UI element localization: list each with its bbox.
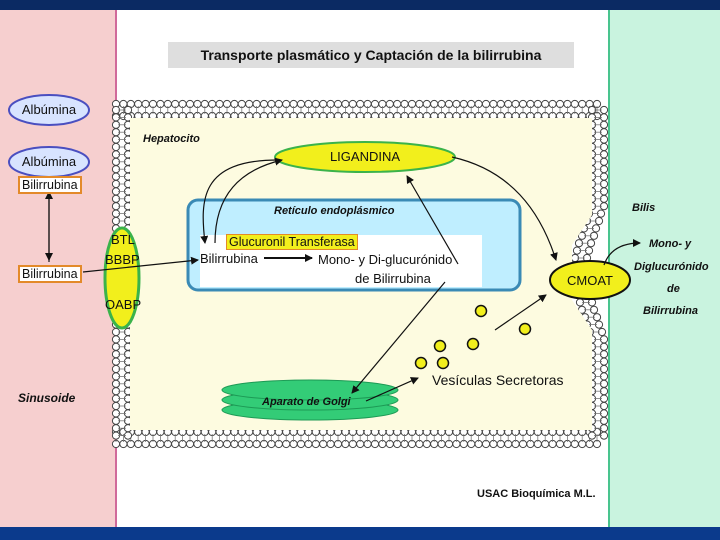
arrow-ligandina-loop-2	[214, 157, 283, 244]
albumin-free-label: Albúmina	[21, 102, 77, 117]
albumin-bound-label: Albúmina	[21, 154, 77, 169]
mono-di-label-2: de Bilirrubina	[355, 271, 431, 286]
excreted-label-3: de	[667, 283, 680, 295]
bile-label: Bilis	[632, 202, 656, 214]
vesicle	[518, 322, 532, 336]
arrow-golgi-to-er	[365, 377, 419, 402]
vesicle	[474, 304, 488, 318]
vesicle	[414, 356, 428, 370]
arrow-ligandina-to-cmoat	[451, 156, 558, 261]
cmoat-label: CMOAT	[567, 273, 613, 288]
ligandina-label: LIGANDINA	[329, 149, 401, 164]
golgi-layer-1	[221, 379, 399, 401]
golgi-label: Aparato de Golgi	[262, 396, 351, 408]
vesicle	[433, 339, 447, 353]
vesicle	[436, 356, 450, 370]
cmoat-shape	[549, 260, 631, 300]
albumin-free-shape	[8, 94, 90, 126]
top-bar	[0, 0, 720, 10]
ligandina-shape	[274, 141, 456, 173]
arrow-vesicle-to-cmoat	[494, 294, 547, 331]
arrow-bili-to-er	[82, 256, 199, 273]
glucuronyl-transferase-label: Glucuronil Transferasa	[226, 234, 358, 250]
credit-label: USAC Bioquímica M.L.	[477, 488, 596, 500]
mono-di-label-1: Mono- y Di-glucurónido	[318, 252, 453, 267]
arrow-cmoat-to-bile	[603, 239, 641, 266]
sinusoid-label: Sinusoide	[18, 391, 76, 405]
btl-label: BTL	[111, 232, 135, 247]
bottom-bar	[0, 527, 720, 540]
transporter-shape	[103, 226, 141, 330]
arrow-ligandina-loop-1	[200, 159, 279, 244]
excreted-label-2: Diglucurónido	[634, 261, 709, 273]
bile-panel	[608, 10, 720, 527]
bbbp-label: BBBP	[105, 252, 140, 267]
oabp-label: OABP	[105, 297, 142, 312]
bilirubin-er-label: Bilirrubina	[200, 251, 258, 266]
secretory-vesicles-label: Vesículas Secretoras	[432, 372, 564, 388]
arrow-er-to-ligandina	[406, 175, 459, 265]
hepatocyte-label: Hepatocito	[143, 133, 200, 145]
vesicle	[466, 337, 480, 351]
excreted-label-4: Bilirrubina	[643, 305, 699, 317]
arrow-er-to-golgi	[351, 281, 446, 394]
er-label: Retículo endoplásmico	[274, 205, 395, 217]
bilirubin-sinusoid-label: Bilirrubina	[18, 265, 82, 283]
diagram-title: Transporte plasmático y Captación de la …	[168, 42, 574, 68]
excreted-label-1: Mono- y	[649, 238, 692, 250]
bilirubin-bound-label: Bilirrubina	[18, 176, 82, 194]
